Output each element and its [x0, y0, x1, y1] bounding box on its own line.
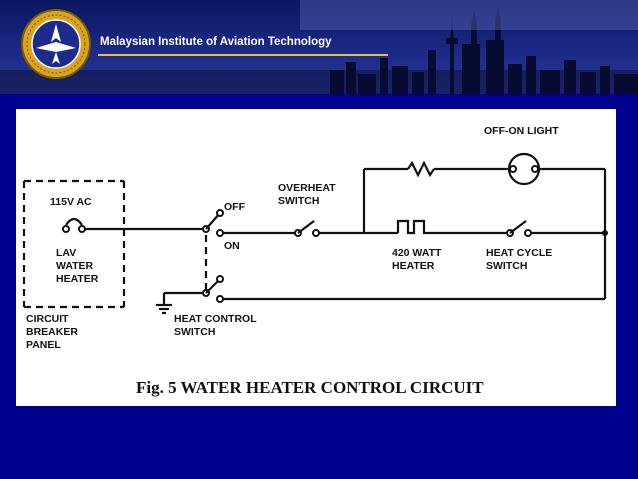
heat-cycle-label-1: HEAT CYCLE [486, 247, 552, 259]
diagram-panel: 115V AC LAV WATER HEATER CIRCUIT BREAKER… [16, 109, 616, 406]
light-label: OFF-ON LIGHT [484, 125, 559, 137]
breaker-label-1: CIRCUIT [26, 313, 69, 325]
breaker-label-2: BREAKER [26, 326, 78, 338]
switch-off-label: OFF [224, 201, 246, 213]
switch-on-label: ON [224, 240, 240, 252]
water-label: WATER [56, 260, 94, 272]
voltage-label: 115V AC [50, 196, 92, 208]
header-banner: Malaysian Institute of Aviation Technolo… [0, 0, 638, 94]
overheat-switch-symbol [294, 220, 320, 237]
breaker-label-3: PANEL [26, 339, 61, 351]
institute-logo [21, 9, 91, 79]
heater-watt-label: 420 WATT [392, 247, 442, 259]
heater-label-2: HEATER [392, 260, 435, 272]
title-underline [98, 54, 388, 56]
heater-element-symbol [396, 219, 430, 235]
heat-cycle-switch-symbol [506, 220, 532, 237]
overheat-label-1: OVERHEAT [278, 182, 336, 194]
circuit-breaker-panel [22, 179, 126, 309]
overheat-label-2: SWITCH [278, 195, 319, 207]
water-heater-control-circuit: 115V AC LAV WATER HEATER CIRCUIT BREAKER… [22, 125, 608, 397]
circuit-breaker-symbol [62, 217, 206, 233]
heat-control-label-2: SWITCH [174, 326, 215, 338]
institute-name: Malaysian Institute of Aviation Technolo… [100, 36, 332, 48]
lav-label: LAV [56, 247, 76, 259]
heat-control-label-1: HEAT CONTROL [174, 313, 257, 325]
figure-caption: Fig. 5 WATER HEATER CONTROL CIRCUIT [136, 378, 484, 397]
resistor-symbol [407, 160, 435, 178]
heat-control-switch-symbol [156, 209, 224, 315]
city-skyline-graphic [0, 0, 638, 94]
heat-cycle-label-2: SWITCH [486, 260, 527, 272]
heater-label: HEATER [56, 273, 99, 285]
off-on-light-symbol [507, 152, 541, 186]
